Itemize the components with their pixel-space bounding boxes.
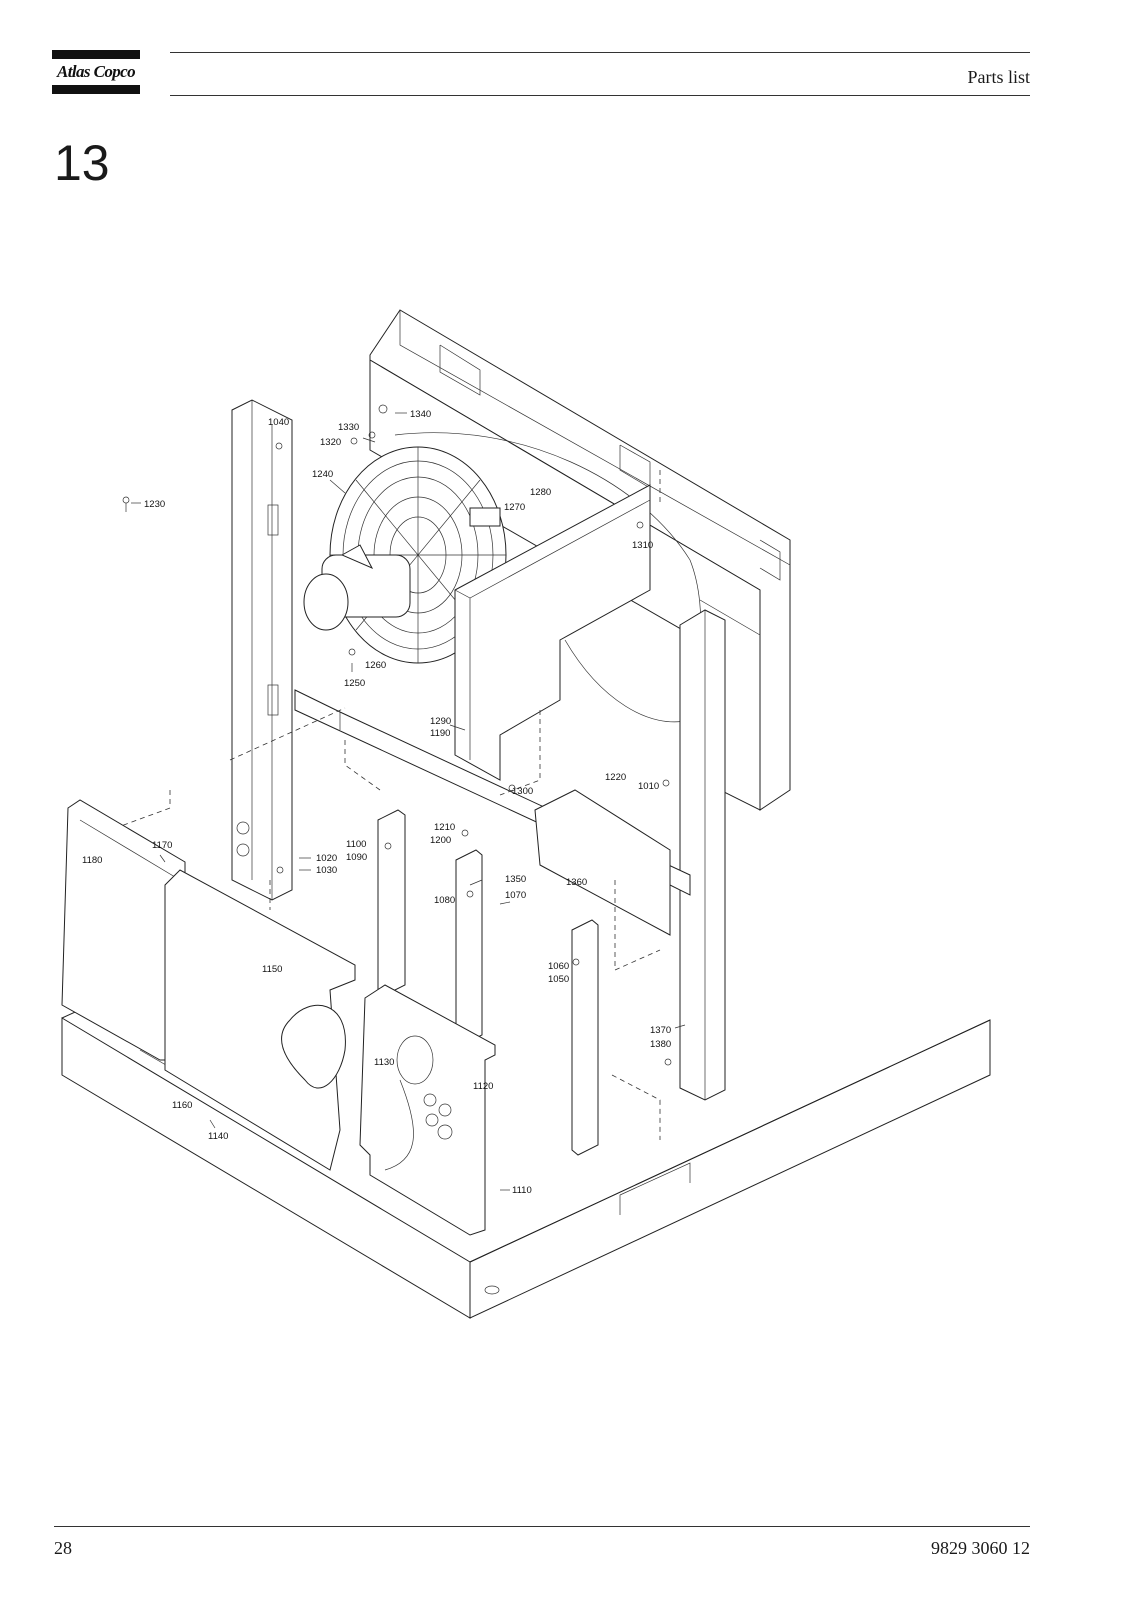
page-number: 28 <box>54 1538 72 1558</box>
part-label-1080: 1080 <box>434 895 455 906</box>
part-label-1330: 1330 <box>338 422 359 433</box>
assembly-guides <box>109 470 661 1140</box>
section-number: 13 <box>54 135 110 191</box>
part-label-1370: 1370 <box>650 1025 671 1036</box>
part-label-1290: 1290 <box>430 716 451 727</box>
front-right-panel <box>359 984 496 1236</box>
part-label-1340: 1340 <box>410 409 431 420</box>
part-label-1350: 1350 <box>505 874 526 885</box>
footer-rule <box>54 1526 1030 1527</box>
part-label-1360: 1360 <box>566 877 587 888</box>
part-label-1120: 1120 <box>473 1081 493 1092</box>
part-label-1200: 1200 <box>430 835 451 846</box>
part-labels: 1230 1040 1330 1320 1340 1240 1280 1270 … <box>82 409 671 1196</box>
part-label-1030: 1030 <box>316 865 337 876</box>
part-label-1320: 1320 <box>320 437 341 448</box>
control-box-panel <box>534 789 671 936</box>
part-label-1270: 1270 <box>504 502 525 513</box>
part-label-1040: 1040 <box>268 417 289 428</box>
part-label-1010: 1010 <box>638 781 659 792</box>
part-label-1110: 1110 <box>512 1185 532 1196</box>
part-label-1180: 1180 <box>82 855 102 866</box>
part-label-1020: 1020 <box>316 853 337 864</box>
part-label-1130: 1130 <box>374 1057 394 1068</box>
part-label-1260: 1260 <box>365 660 386 671</box>
bolts <box>122 404 672 1066</box>
part-label-1250: 1250 <box>344 678 365 689</box>
part-label-1220: 1220 <box>605 772 626 783</box>
part-label-1070: 1070 <box>505 890 526 901</box>
part-label-1140: 1140 <box>208 1131 228 1142</box>
part-label-1090: 1090 <box>346 852 367 863</box>
part-label-1210: 1210 <box>434 822 455 833</box>
part-label-1300: 1300 <box>512 786 533 797</box>
leader-lines <box>131 412 686 1191</box>
front-left-panel <box>164 869 356 1171</box>
part-label-1160: 1160 <box>172 1100 192 1111</box>
duct-box <box>454 484 691 781</box>
logo-bar-bottom <box>52 85 140 94</box>
header-rule-bottom <box>170 95 1030 96</box>
document-number: 9829 3060 12 <box>931 1538 1030 1558</box>
part-label-1380: 1380 <box>650 1039 671 1050</box>
logo-bar-top <box>52 50 140 59</box>
atlas-copco-logo: Atlas Copco <box>52 50 140 94</box>
part-label-1280: 1280 <box>530 487 551 498</box>
section-title: Parts list <box>967 67 1030 87</box>
part-label-1050: 1050 <box>548 974 569 985</box>
left-vertical-post <box>231 399 293 901</box>
part-label-1100: 1100 <box>346 839 366 850</box>
part-label-1150: 1150 <box>262 964 282 975</box>
right-vertical-post <box>679 609 726 1101</box>
part-label-1240: 1240 <box>312 469 333 480</box>
header-rule-top <box>170 52 1030 53</box>
part-label-1310: 1310 <box>632 540 653 551</box>
part-label-1170: 1170 <box>152 840 172 851</box>
part-label-1190: 1190 <box>430 728 450 739</box>
part-label-1230: 1230 <box>144 499 165 510</box>
logo-wordmark: Atlas Copco <box>57 62 136 81</box>
part-label-1060: 1060 <box>548 961 569 972</box>
